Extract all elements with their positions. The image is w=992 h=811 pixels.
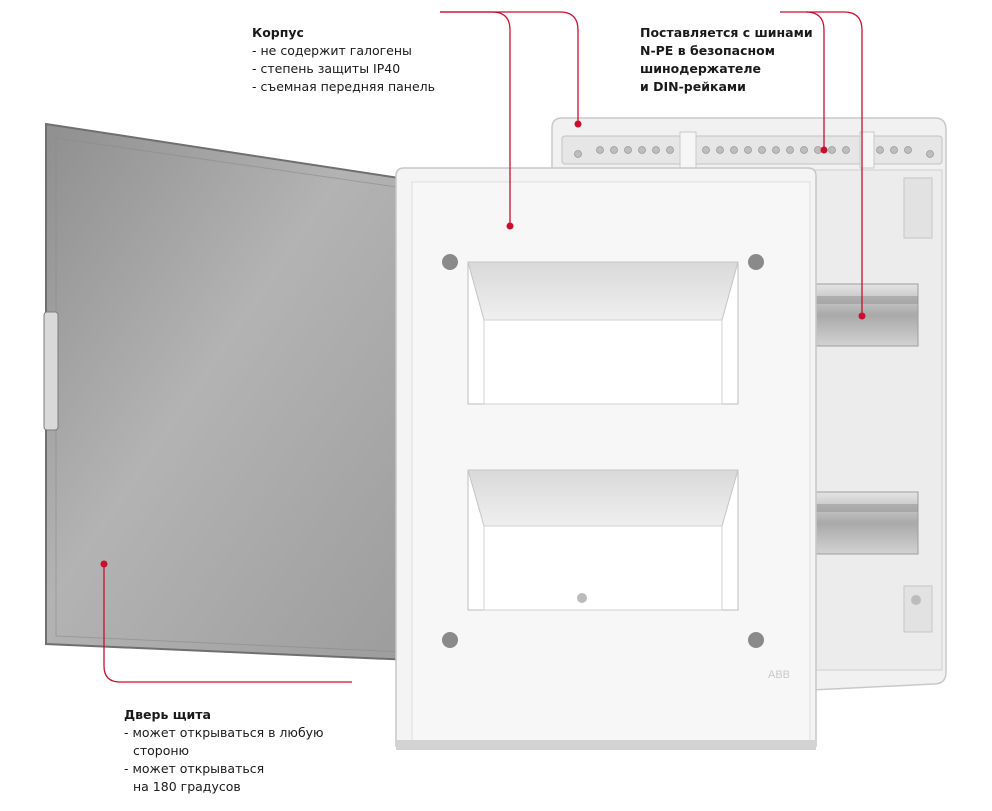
product-marking: ABB bbox=[768, 669, 790, 681]
callout-housing: Корпус - не содержит галогены - степень … bbox=[252, 24, 435, 96]
callout-rails-line: и DIN-рейками bbox=[640, 79, 746, 94]
callout-door-line: - может открываться bbox=[124, 761, 265, 776]
leader-rails-din bbox=[806, 11, 863, 316]
leader-door bbox=[103, 564, 352, 683]
callout-rails-line: N-PE в безопасном bbox=[640, 43, 775, 58]
callout-housing-line: - степень защиты IP40 bbox=[252, 61, 401, 76]
callout-door-title: Дверь щита bbox=[124, 707, 211, 722]
callout-door-line: стороню bbox=[133, 743, 190, 758]
callout-door-line: на 180 градусов bbox=[133, 779, 241, 794]
front-panel bbox=[395, 167, 921, 750]
callout-rails-line: Поставляется с шинами bbox=[640, 25, 813, 40]
callout-dots bbox=[100, 120, 866, 568]
leader-housing-back bbox=[440, 11, 579, 124]
callout-door-line: - может открываться в любую bbox=[124, 725, 324, 740]
enclosure-door bbox=[43, 122, 413, 662]
panel-screws bbox=[442, 254, 764, 648]
callout-leaders bbox=[103, 11, 863, 683]
callout-door: Дверь щита - может открываться в любую с… bbox=[124, 706, 324, 796]
callout-housing-line: - не содержит галогены bbox=[252, 43, 412, 58]
callout-rails: Поставляется с шинами N-PE в безопасном … bbox=[640, 24, 813, 96]
door-hinge bbox=[43, 311, 59, 431]
n-pe-busbar bbox=[561, 131, 943, 169]
callout-rails-line: шинодержателе bbox=[640, 61, 762, 76]
callout-housing-title: Корпус bbox=[252, 25, 304, 40]
callout-housing-line: - съемная передняя панель bbox=[252, 79, 436, 94]
busbar-terminals bbox=[574, 146, 934, 158]
